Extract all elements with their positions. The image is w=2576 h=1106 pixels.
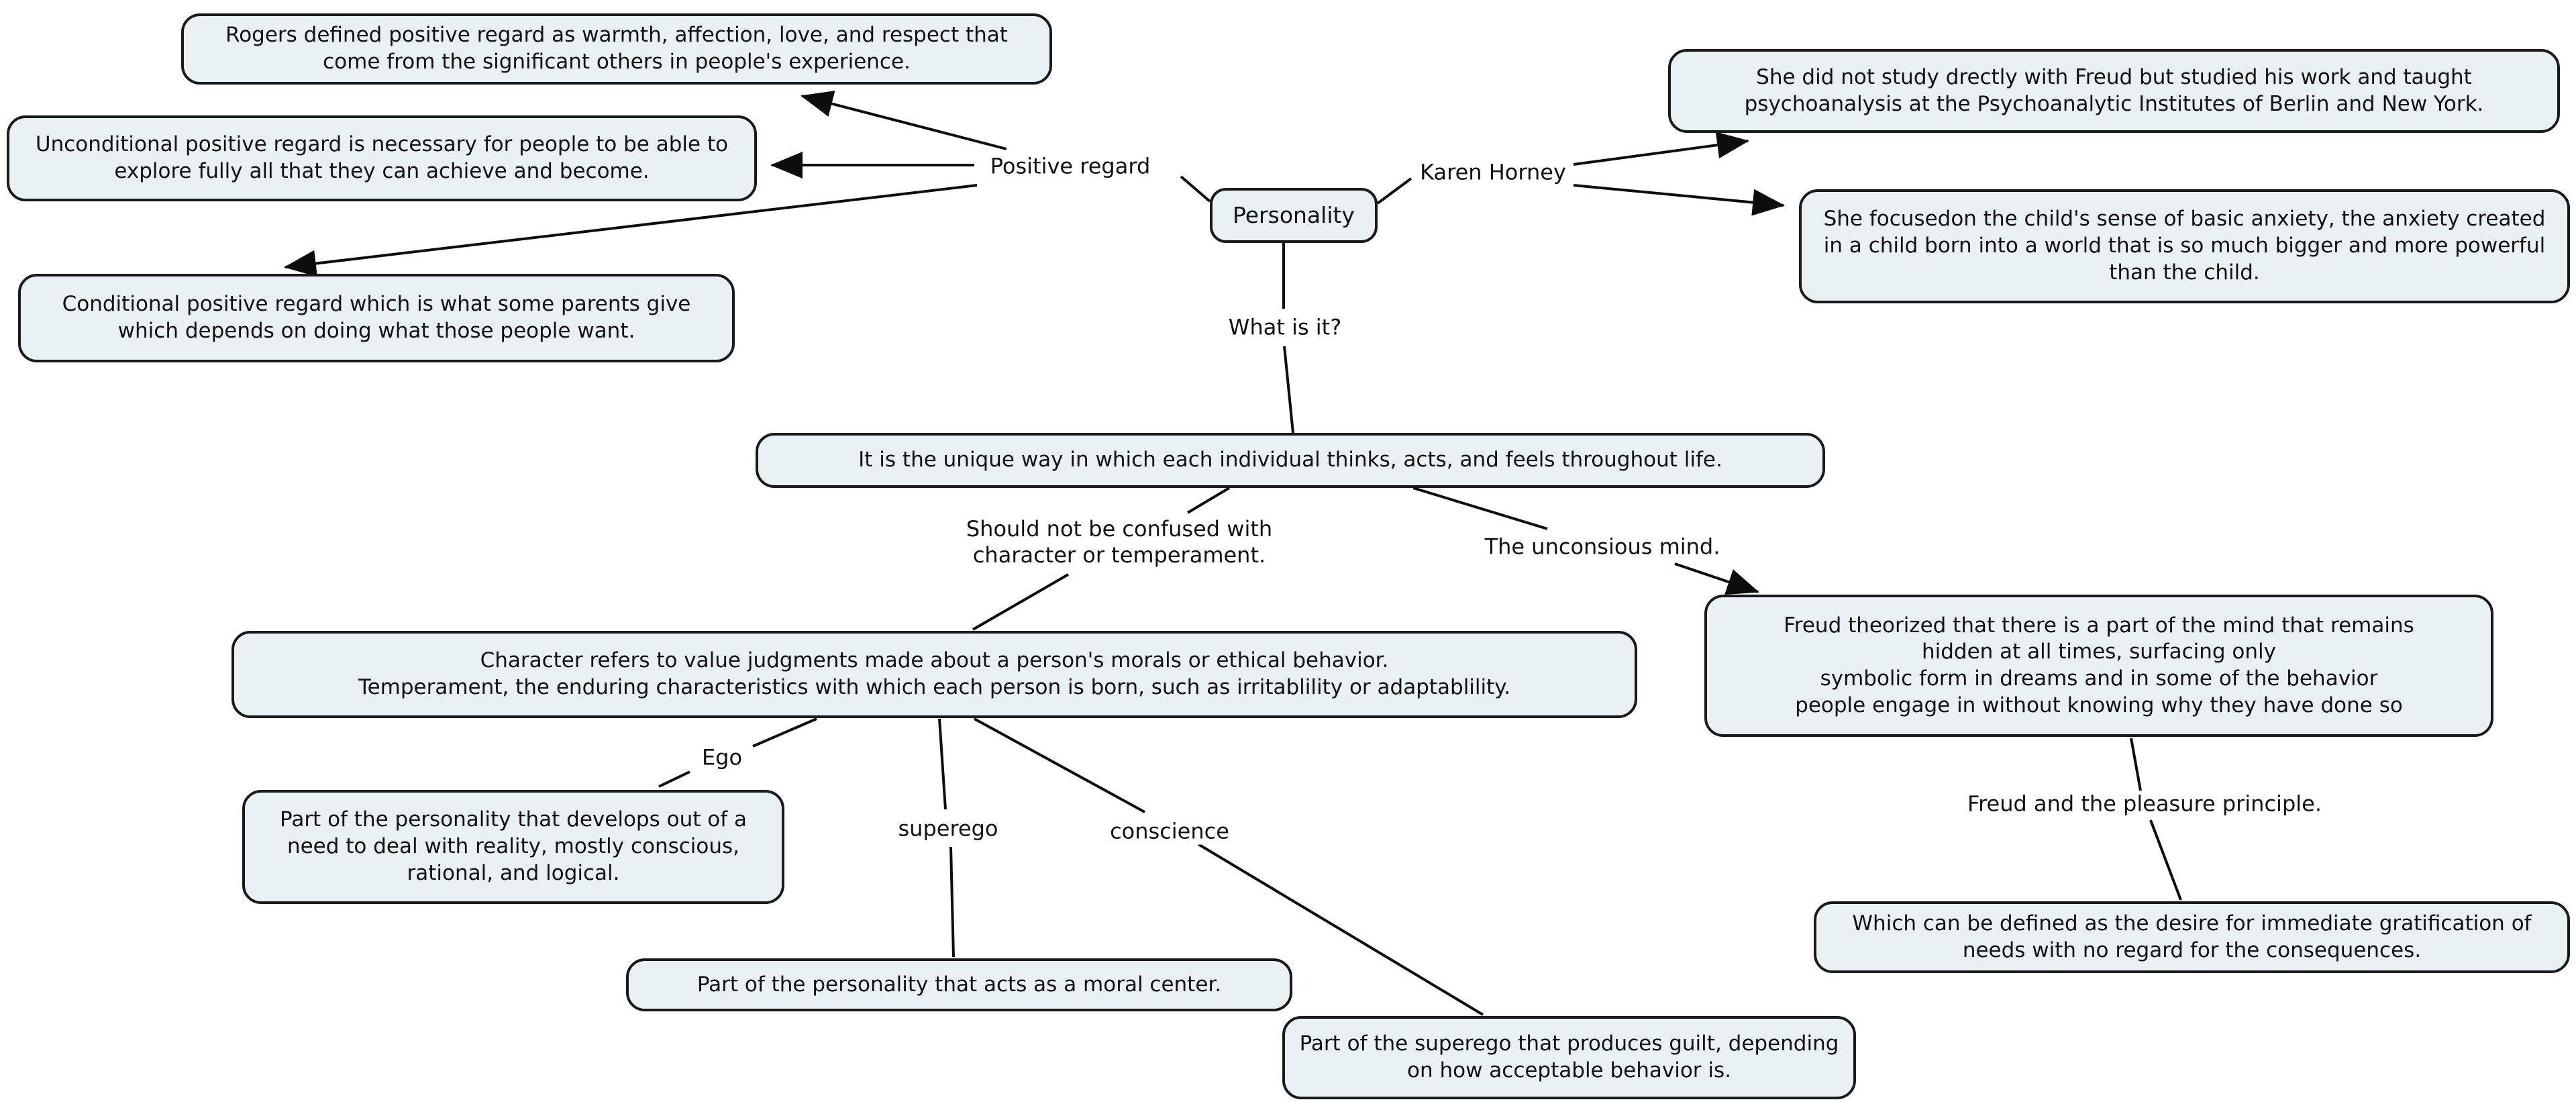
connector-superego-superego-def bbox=[949, 846, 955, 958]
node-conditional-positive-regard[interactable]: Conditional positive regard which is wha… bbox=[18, 274, 735, 362]
node-pleasure-principle-definition[interactable]: Which can be defined as the desire for i… bbox=[1814, 901, 2570, 973]
link-label-pleasure-principle[interactable]: Freud and the pleasure principle. bbox=[1967, 791, 2322, 817]
node-personality-definition[interactable]: It is the unique way in which each indiv… bbox=[756, 433, 1825, 488]
link-label-what-is-it[interactable]: What is it? bbox=[1228, 314, 1342, 341]
node-she-focused-basic-anxiety[interactable]: She focusedon the child's sense of basic… bbox=[1799, 189, 2570, 303]
connector-pleasure-principle-pleasure-def bbox=[2149, 819, 2182, 901]
connector-character-conscience bbox=[974, 717, 1145, 813]
arrow-unconscious-mind-freud bbox=[1674, 562, 1759, 595]
link-label-ego[interactable]: Ego bbox=[701, 744, 743, 771]
connector-character-superego bbox=[938, 718, 947, 810]
link-label-positive-regard[interactable]: Positive regard bbox=[990, 153, 1151, 180]
connector-personality-positive-regard bbox=[1180, 175, 1211, 203]
arrow-karen-horney-she-focused bbox=[1573, 184, 1785, 216]
connector-conscience-conscience-def bbox=[1197, 843, 1484, 1016]
arrow-karen-horney-she-studied bbox=[1573, 132, 1749, 166]
connector-character-ego bbox=[752, 717, 817, 748]
node-superego-definition[interactable]: Part of the personality that acts as a m… bbox=[626, 958, 1292, 1011]
link-label-should-not-be-confused[interactable]: Should not be confused with character or… bbox=[966, 515, 1273, 569]
connector-personality-karen-horney bbox=[1376, 177, 1412, 205]
link-label-unconscious-mind[interactable]: The unconsious mind. bbox=[1484, 534, 1720, 560]
connector-what-is-it-definition bbox=[1283, 346, 1294, 434]
connector-ego-ego-def bbox=[658, 770, 690, 788]
node-personality[interactable]: Personality bbox=[1210, 188, 1378, 243]
connector-definition-should-not bbox=[1186, 487, 1231, 514]
arrow-positive-regard-conditional bbox=[284, 184, 978, 277]
node-rogers-definition[interactable]: Rogers defined positive regard as warmth… bbox=[181, 13, 1052, 85]
node-freud-unconscious-theory[interactable]: Freud theorized that there is a part of … bbox=[1704, 595, 2493, 737]
node-she-studied-freud[interactable]: She did not study drectly with Freud but… bbox=[1668, 49, 2560, 133]
link-label-karen-horney[interactable]: Karen Horney bbox=[1420, 159, 1566, 186]
connector-should-not-character bbox=[972, 573, 1070, 631]
link-label-conscience[interactable]: conscience bbox=[1110, 818, 1229, 845]
node-ego-definition[interactable]: Part of the personality that develops ou… bbox=[242, 790, 784, 904]
connector-freud-pleasure-principle bbox=[2130, 738, 2142, 791]
node-conscience-definition[interactable]: Part of the superego that produces guilt… bbox=[1282, 1016, 1856, 1099]
arrow-positive-regard-rogers bbox=[801, 91, 1007, 150]
node-character-temperament[interactable]: Character refers to value judgments made… bbox=[231, 631, 1637, 718]
connector-definition-unconscious-mind bbox=[1412, 487, 1548, 530]
link-label-superego[interactable]: superego bbox=[898, 815, 998, 842]
node-unconditional-positive-regard[interactable]: Unconditional positive regard is necessa… bbox=[7, 115, 757, 201]
